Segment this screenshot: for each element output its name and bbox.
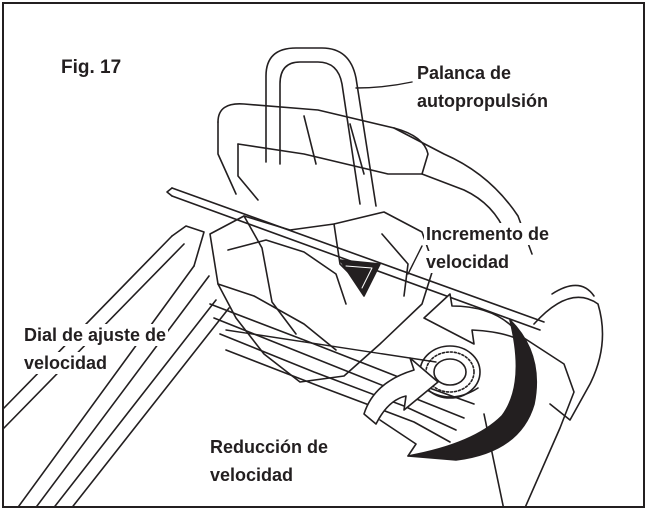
callout-speed-dial-line1: Dial de ajuste de bbox=[22, 324, 169, 346]
figure-frame: Fig. 17 Palanca de autopropulsión Increm… bbox=[2, 2, 645, 508]
callout-lever-line1: Palanca de bbox=[415, 62, 514, 84]
mower-handle-illustration bbox=[4, 47, 604, 506]
callout-speed-increase-line2: velocidad bbox=[424, 251, 512, 273]
speed-triangle-indicator bbox=[339, 259, 381, 297]
decrease-speed-arrow-icon bbox=[363, 357, 439, 457]
callout-speed-increase-line1: Incremento de bbox=[424, 223, 552, 245]
callout-lever-line2: autopropulsión bbox=[415, 90, 550, 112]
figure-label: Fig. 17 bbox=[59, 57, 124, 79]
callout-speed-dial-line2: velocidad bbox=[22, 352, 110, 374]
callout-speed-decrease-line2: velocidad bbox=[208, 464, 296, 486]
self-propel-lever bbox=[217, 47, 533, 255]
leader-lines bbox=[225, 81, 437, 363]
callout-speed-decrease-line1: Reducción de bbox=[208, 436, 331, 458]
control-housing bbox=[209, 211, 475, 443]
